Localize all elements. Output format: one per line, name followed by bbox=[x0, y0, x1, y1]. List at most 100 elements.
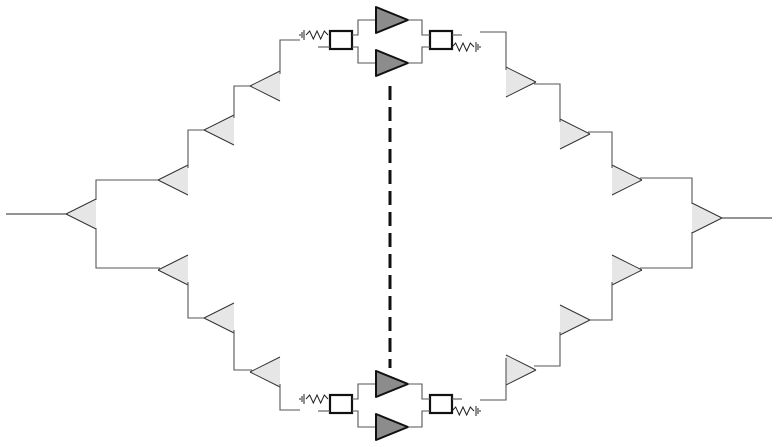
wire bbox=[352, 19, 376, 36]
splitter-edge bbox=[249, 356, 281, 373]
resistor-zigzag bbox=[305, 29, 329, 41]
splitter-body bbox=[158, 255, 188, 285]
splitter-body bbox=[560, 305, 590, 335]
splitter-edge bbox=[65, 213, 97, 230]
splitter-edge bbox=[611, 269, 643, 286]
wire bbox=[408, 410, 430, 428]
splitter bbox=[559, 304, 591, 336]
wire bbox=[233, 330, 252, 371]
splitter-edge bbox=[203, 317, 235, 334]
splitter-body bbox=[250, 71, 280, 101]
splitter-edge bbox=[691, 202, 723, 219]
splitter bbox=[505, 66, 537, 98]
splitter-body bbox=[66, 199, 96, 229]
combiner-tree bbox=[480, 31, 723, 401]
wire bbox=[352, 410, 376, 428]
splitter bbox=[691, 202, 723, 234]
splitter bbox=[203, 114, 235, 146]
wire bbox=[640, 177, 693, 204]
splitter bbox=[203, 302, 235, 334]
splitter-edge bbox=[65, 198, 97, 215]
splitter-tree bbox=[65, 39, 300, 411]
splitter-edge bbox=[691, 217, 723, 234]
splitter bbox=[157, 254, 189, 286]
splitter-edge bbox=[559, 304, 591, 321]
hybrid-coupler-box bbox=[328, 29, 354, 51]
splitter-edge bbox=[505, 369, 537, 386]
splitter-body bbox=[560, 119, 590, 149]
splitter-edge bbox=[157, 269, 189, 286]
wire bbox=[352, 46, 376, 64]
amplifier-icon bbox=[375, 6, 409, 34]
splitter-edge bbox=[505, 66, 537, 83]
wire bbox=[95, 179, 160, 200]
termination-resistor bbox=[299, 29, 329, 41]
resistor-zigzag bbox=[451, 41, 475, 53]
splitter-body bbox=[506, 67, 536, 97]
wire bbox=[534, 83, 561, 122]
wire bbox=[480, 358, 507, 401]
wire bbox=[187, 282, 206, 319]
splitter-body bbox=[250, 357, 280, 387]
amplifier-stage-bottom bbox=[299, 370, 481, 441]
splitter bbox=[611, 254, 643, 286]
splitter-body bbox=[158, 165, 188, 195]
wire bbox=[534, 332, 561, 367]
amplifier-icon bbox=[375, 370, 409, 398]
splitter bbox=[65, 198, 97, 230]
wire bbox=[233, 85, 252, 118]
splitter-edge bbox=[559, 118, 591, 135]
splitter-edge bbox=[203, 129, 235, 146]
splitter-edge bbox=[203, 114, 235, 131]
splitter bbox=[505, 354, 537, 386]
splitter bbox=[249, 70, 281, 102]
wire bbox=[279, 39, 300, 74]
splitter-body bbox=[204, 115, 234, 145]
hybrid-coupler-box bbox=[328, 393, 354, 415]
hybrid-coupler-box bbox=[428, 29, 454, 51]
splitter-edge bbox=[505, 354, 537, 371]
splitter bbox=[157, 164, 189, 196]
splitter bbox=[249, 356, 281, 388]
ground-icon bbox=[299, 394, 305, 404]
wire bbox=[187, 129, 206, 168]
splitter-edge bbox=[157, 164, 189, 181]
wire bbox=[588, 282, 613, 321]
splitter-edge bbox=[203, 302, 235, 319]
wire bbox=[279, 384, 300, 411]
splitter bbox=[559, 118, 591, 150]
splitter-body bbox=[506, 355, 536, 385]
wire bbox=[352, 383, 376, 400]
ground-icon bbox=[299, 30, 305, 40]
resistor-zigzag bbox=[305, 393, 329, 405]
splitter-edge bbox=[249, 85, 281, 102]
splitter-edge bbox=[611, 164, 643, 181]
wire bbox=[640, 232, 693, 269]
splitter-body bbox=[204, 303, 234, 333]
wire bbox=[588, 131, 613, 168]
resistor-zigzag bbox=[451, 405, 475, 417]
splitter-body bbox=[692, 203, 722, 233]
amplifier-icon bbox=[375, 413, 409, 441]
amplifier-icon bbox=[375, 49, 409, 77]
termination-resistor bbox=[299, 393, 329, 405]
splitter-edge bbox=[611, 254, 643, 271]
termination-resistor bbox=[451, 41, 481, 53]
splitter-edge bbox=[249, 371, 281, 388]
splitter-edge bbox=[505, 81, 537, 98]
splitter-body bbox=[612, 165, 642, 195]
splitter-edge bbox=[157, 179, 189, 196]
amplifier-stage-top bbox=[299, 6, 481, 77]
ground-icon bbox=[475, 42, 481, 52]
termination-resistor bbox=[451, 405, 481, 417]
splitter bbox=[611, 164, 643, 196]
splitter-body bbox=[612, 255, 642, 285]
splitter-edge bbox=[249, 70, 281, 87]
wire bbox=[408, 19, 430, 36]
wire bbox=[480, 31, 507, 70]
splitter-edge bbox=[559, 319, 591, 336]
splitter-edge bbox=[157, 254, 189, 271]
wire bbox=[408, 46, 430, 64]
